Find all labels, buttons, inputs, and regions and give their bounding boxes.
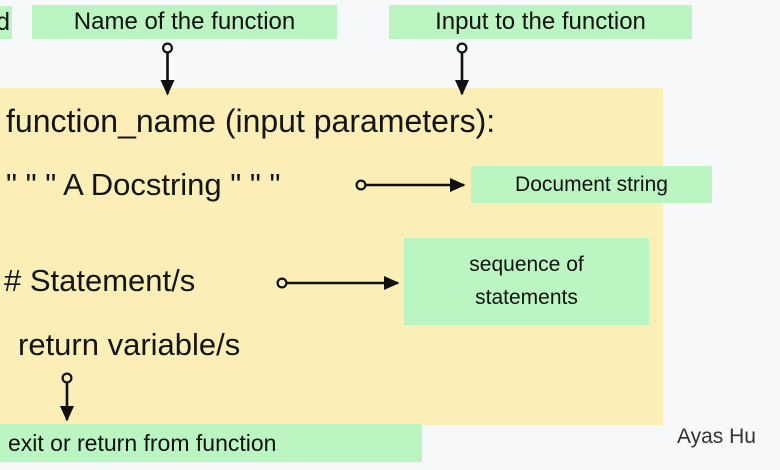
label-document-string: Document string xyxy=(471,166,712,203)
code-line-function-definition: function_name (input parameters): xyxy=(6,103,496,139)
label-exit-or-return-from-function: exit or return from function xyxy=(0,424,422,462)
watermark-text: Ayas Hu xyxy=(677,425,756,448)
code-line-return: return variable/s xyxy=(18,327,241,362)
code-line-statements: # Statement/s xyxy=(4,263,196,298)
label-sequence-line-1: sequence of xyxy=(469,252,584,276)
label-clipped-left: d xyxy=(0,6,12,39)
leader-name-of-function xyxy=(160,42,175,96)
label-input-to-the-function: Input to the function xyxy=(389,5,692,39)
label-sequence-of-statements: sequence of statements xyxy=(404,238,649,325)
label-sequence-line-2: statements xyxy=(475,285,578,309)
leader-input-to-function xyxy=(454,42,470,96)
label-name-of-the-function: Name of the function xyxy=(32,5,337,39)
code-line-docstring: " " " A Docstring " " " xyxy=(6,167,281,202)
